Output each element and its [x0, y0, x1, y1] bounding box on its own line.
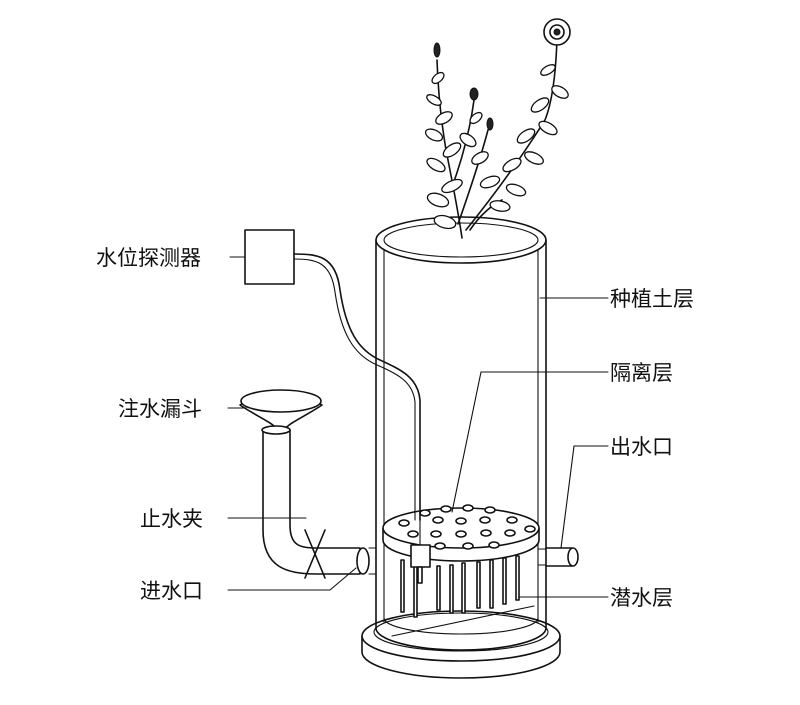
label-water-inlet: 进水口: [140, 579, 203, 603]
label-isolation-layer: 隔离层: [610, 361, 673, 385]
inlet-assembly: [239, 389, 377, 579]
label-water-level-sensor: 水位探测器: [96, 246, 201, 270]
isolation-plate: [382, 504, 540, 562]
outlet-pipe: [537, 547, 579, 567]
label-water-stop-clamp: 止水夹: [140, 507, 203, 531]
column-top-rim: [375, 216, 547, 264]
leader-lines: [227, 256, 609, 598]
support-rods: [400, 555, 520, 618]
plant: [424, 18, 571, 239]
label-water-injection-funnel: 注水漏斗: [118, 397, 202, 421]
water-stop-clamp: [304, 529, 326, 579]
sensor-probe: [410, 519, 431, 584]
label-water-outlet: 出水口: [610, 435, 673, 459]
column-body: [375, 239, 547, 651]
label-planting-soil-layer: 种植土层: [610, 287, 694, 311]
label-submerged-layer: 潜水层: [610, 586, 673, 610]
water-level-sensor-box: [244, 229, 421, 521]
flower: [543, 18, 571, 46]
